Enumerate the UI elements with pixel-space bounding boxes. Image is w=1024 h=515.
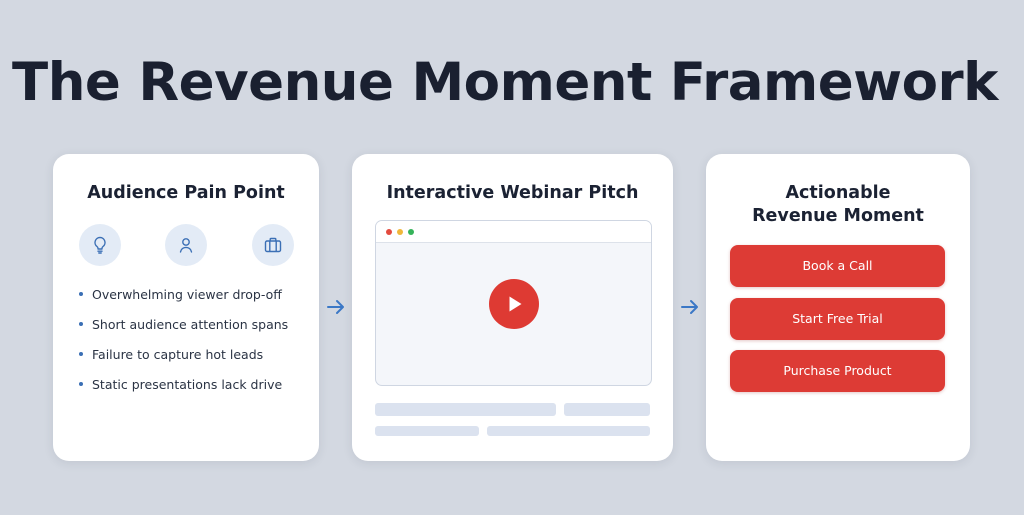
page-title: The Revenue Moment Framework xyxy=(12,52,998,113)
bullet-dot xyxy=(79,382,83,386)
card-interactive-webinar-pitch: Interactive Webinar Pitch xyxy=(352,154,673,461)
card-title: Interactive Webinar Pitch xyxy=(386,183,639,203)
bullet-dot xyxy=(79,322,83,326)
card-title: Audience Pain Point xyxy=(87,183,285,203)
arrow-right-icon xyxy=(679,296,701,322)
window-minimize-dot xyxy=(397,229,403,235)
user-icon xyxy=(165,224,207,266)
list-item: Failure to capture hot leads xyxy=(79,346,288,376)
card-audience-pain-point: Audience Pain Point Overwhelming viewer … xyxy=(53,154,319,461)
bullet-dot xyxy=(79,352,83,356)
arrow-right-icon xyxy=(325,296,347,322)
browser-titlebar xyxy=(376,221,651,243)
book-a-call-button[interactable]: Book a Call xyxy=(730,245,945,287)
skeleton-line xyxy=(564,403,650,416)
list-item: Overwhelming viewer drop-off xyxy=(79,286,288,316)
skeleton-line xyxy=(375,426,479,436)
purchase-product-button[interactable]: Purchase Product xyxy=(730,350,945,392)
list-item: Static presentations lack drive xyxy=(79,376,288,406)
start-free-trial-button[interactable]: Start Free Trial xyxy=(730,298,945,340)
window-close-dot xyxy=(386,229,392,235)
play-icon[interactable] xyxy=(489,279,539,329)
window-maximize-dot xyxy=(408,229,414,235)
bullet-dot xyxy=(79,292,83,296)
briefcase-icon xyxy=(252,224,294,266)
lightbulb-icon xyxy=(79,224,121,266)
pain-point-list: Overwhelming viewer drop-off Short audie… xyxy=(79,286,288,406)
skeleton-line xyxy=(487,426,650,436)
list-item: Short audience attention spans xyxy=(79,316,288,346)
card-actionable-revenue-moment: Actionable Revenue Moment Book a Call St… xyxy=(706,154,970,461)
skeleton-line xyxy=(375,403,556,416)
card-title: Actionable Revenue Moment xyxy=(752,183,924,226)
browser-window xyxy=(375,220,652,386)
